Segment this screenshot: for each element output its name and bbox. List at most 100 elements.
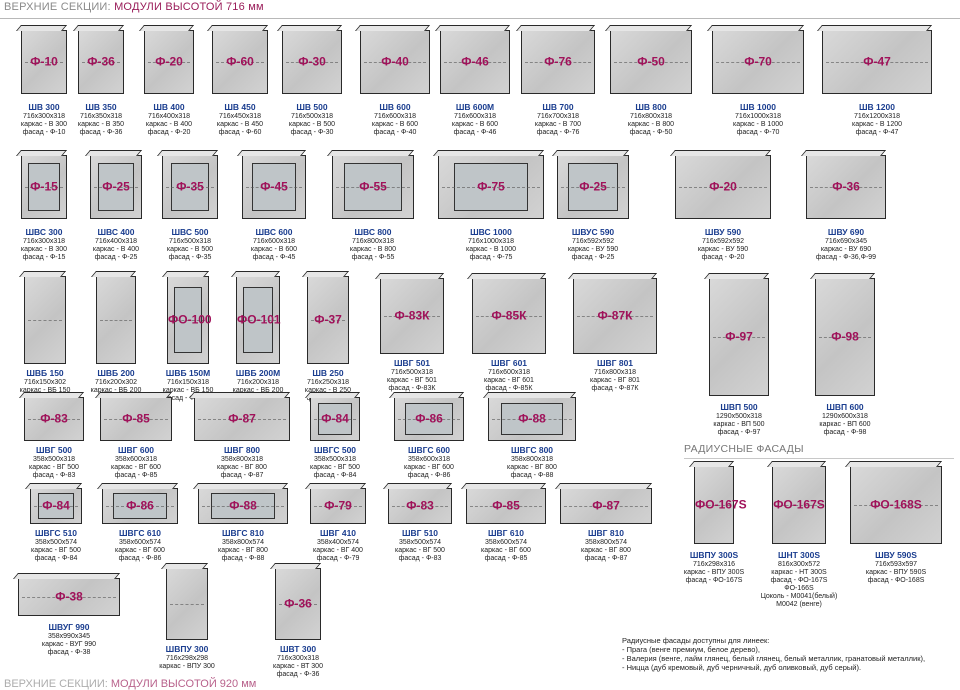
cabinet-drawing: Ф-36 <box>78 30 124 94</box>
module-name: ШВС 400 <box>97 227 135 237</box>
cabinet-drawing: Ф-46 <box>440 30 510 94</box>
module-name: ШВС 800 <box>354 227 392 237</box>
facade-code: Ф-84 <box>42 498 70 513</box>
module-name: ШВ 400 <box>153 102 185 112</box>
cabinet-drawing: Ф-85К <box>472 278 546 354</box>
module-name: ШВ 700 <box>542 102 574 112</box>
module-spec-line: фасад - Ф-88 <box>510 472 554 479</box>
module-spec-line: 358х800х318 <box>220 456 264 463</box>
module-spec-line: фасад - Ф-15 <box>22 254 66 261</box>
module-spec-line: каркас - В 350 <box>77 121 125 128</box>
facade-code: ФО-101 <box>237 312 281 327</box>
module-name: ШВС 300 <box>25 227 63 237</box>
module-spec-line: 716х1000х318 <box>735 113 781 120</box>
cabinet-drawing: Ф-25 <box>90 155 142 219</box>
cabinet-drawing: Ф-88 <box>488 397 576 441</box>
module-name: ШВБ 200М <box>235 368 281 378</box>
module-spec-line: каркас - ВУГ 990 <box>41 641 97 648</box>
module-spec-line: каркас - ВГ 600 <box>111 464 161 471</box>
module-spec-line: фасад - Ф-25 <box>571 254 615 261</box>
module-spec-line: каркас - ВПУ 300S <box>683 569 745 576</box>
module-spec-line: фасад - Ф-85 <box>114 472 158 479</box>
module-spec-line: 716х593х597 <box>874 561 918 568</box>
facade-code: Ф-50 <box>637 54 665 69</box>
module-name: ШВГ 601 <box>490 358 528 368</box>
module-name: ШВ 300 <box>28 102 60 112</box>
module-spec-line: фасад - Ф-50 <box>629 129 673 136</box>
cabinet-drawing: Ф-50 <box>610 30 692 94</box>
cabinet-drawing: Ф-87 <box>560 488 652 524</box>
module-spec-line: фасад - Ф-55 <box>351 254 395 261</box>
cabinet-drawing <box>96 276 136 364</box>
note-line: Радиусные фасады доступны для линеек: <box>622 636 770 645</box>
module-spec-line: каркас - В 600 <box>451 121 499 128</box>
module-spec-line: 358х600х318 <box>407 456 451 463</box>
module-spec-line: каркас - ВГ 800 <box>217 464 267 471</box>
module-spec-line: Цоколь - М0041(белый) <box>760 593 838 600</box>
module-spec-line: фасад - Ф-84 <box>313 472 357 479</box>
module-spec-line: каркас - В 1200 <box>851 121 903 128</box>
module-spec-line: фасад - Ф-70 <box>736 129 780 136</box>
module-spec-line: каркас - ВПУ 300 <box>159 663 215 670</box>
module-spec-line: 716х400х318 <box>94 238 138 245</box>
module-spec-line: каркас - ВТ 300 <box>273 663 323 670</box>
cabinet-drawing: Ф-40 <box>360 30 430 94</box>
module-spec-line: фасад - Ф-85К <box>485 385 533 392</box>
cabinet-drawing: Ф-47 <box>822 30 932 94</box>
facade-code: Ф-83К <box>394 308 430 323</box>
module-spec-line: каркас - ВГ 800 <box>218 547 268 554</box>
facade-code: Ф-98 <box>831 329 859 344</box>
facade-code: Ф-86 <box>126 498 154 513</box>
module-spec-line: каркас - В 800 <box>349 246 397 253</box>
module-spec-line: 358х500х318 <box>32 456 76 463</box>
module-spec-line: каркас - ВБ 200 <box>232 387 284 394</box>
facade-code: Ф-97 <box>725 329 753 344</box>
note-line: - Прага (венге премиум, белое дерево), <box>622 645 760 654</box>
facade-code: Ф-36 <box>87 54 115 69</box>
module-spec-line: 358х400х574 <box>316 539 360 546</box>
facade-code: Ф-20 <box>155 54 183 69</box>
module-spec-line: каркас - ВГ 801 <box>590 377 640 384</box>
module-name: ШВГС 510 <box>34 528 78 538</box>
cabinet-drawing: Ф-20 <box>144 30 194 94</box>
module-spec-line: каркас - ВБ 200 <box>90 387 142 394</box>
module-spec-line: каркас - ВГ 601 <box>484 377 534 384</box>
module-name: ШВУ 590 <box>704 227 742 237</box>
module-spec-line: 716х600х318 <box>487 369 531 376</box>
module-spec-line: каркас - НТ 300S <box>771 569 827 576</box>
facade-code: Ф-36 <box>284 596 312 611</box>
facade-code: Ф-76 <box>544 54 572 69</box>
module-spec-line: фасад - Ф-60 <box>218 129 262 136</box>
cabinet-drawing: Ф-83 <box>24 397 84 441</box>
module-spec-line: каркас - В 400 <box>92 246 140 253</box>
next-section-header: ВЕРХНИЕ СЕКЦИИ: МОДУЛИ ВЫСОТОЙ 920 мм <box>4 678 256 690</box>
facade-code: Ф-40 <box>381 54 409 69</box>
module-spec-line: фасад - Ф-10 <box>22 129 66 136</box>
note-line: - Ницца (дуб кремовый, дуб черничный, ду… <box>622 663 862 672</box>
module-name: ШВГ 410 <box>319 528 357 538</box>
module-name: ШВ 600 <box>379 102 411 112</box>
module-spec-line: фасад - Ф-85 <box>484 555 528 562</box>
